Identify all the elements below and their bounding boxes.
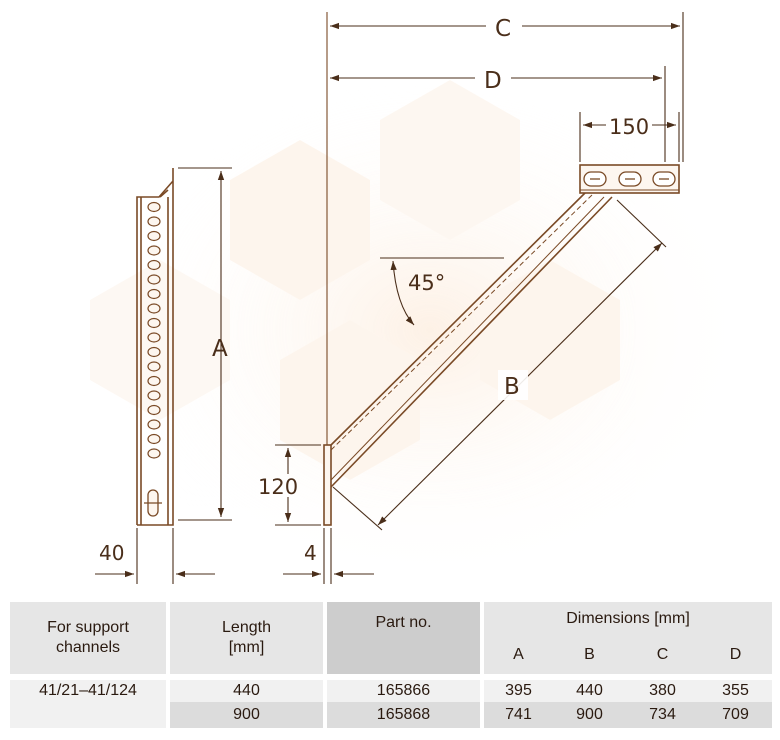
header-dim-b: B xyxy=(553,636,626,674)
cell-dim-b: 440 xyxy=(553,674,626,702)
header-support: For support channels xyxy=(10,602,166,674)
slot-hole xyxy=(147,230,161,242)
dimension-4-label: 4 xyxy=(304,541,317,565)
cell-dim-a: 741 xyxy=(480,702,553,728)
slot-hole xyxy=(147,448,161,459)
header-dimensions: Dimensions [mm] xyxy=(480,602,772,636)
slot-hole xyxy=(147,259,161,271)
header-length: Length [mm] xyxy=(166,602,323,674)
cell-support: 41/21–41/124 xyxy=(10,674,166,702)
wall-plate xyxy=(323,444,332,526)
dimension-a-label: A xyxy=(212,336,228,362)
cell-dim-b: 900 xyxy=(553,702,626,728)
slot-hole xyxy=(147,303,161,314)
cell-dim-a: 395 xyxy=(480,674,553,702)
technical-drawing: A 40 C xyxy=(90,12,760,590)
top-plate-slots xyxy=(583,171,676,187)
table-row: 900 165868 741 900 734 709 xyxy=(10,702,772,728)
dimension-a xyxy=(178,167,232,521)
header-dim-d: D xyxy=(699,636,772,674)
slot-hole xyxy=(147,317,161,329)
cell-dim-c: 380 xyxy=(626,674,699,702)
dimension-d-label-bg xyxy=(475,64,511,94)
dimension-40 xyxy=(95,528,215,584)
slot-hole xyxy=(147,332,161,343)
specification-table: For support channels Length [mm] Part no… xyxy=(10,602,772,728)
slot-hole xyxy=(147,404,161,416)
dimension-120-label: 120 xyxy=(258,475,298,499)
header-part-no: Part no. xyxy=(323,602,480,674)
cell-dim-c: 734 xyxy=(626,702,699,728)
side-view-bottom-slot xyxy=(144,489,162,517)
cell-length: 440 xyxy=(166,674,323,702)
slot-hole xyxy=(147,390,161,401)
header-dim-c: C xyxy=(626,636,699,674)
table-row: 41/21–41/124 440 165866 395 440 380 355 xyxy=(10,674,772,702)
dimension-4 xyxy=(283,528,374,584)
background-watermark xyxy=(90,70,760,590)
angle-label: 45° xyxy=(408,271,445,295)
slot-hole xyxy=(147,288,161,300)
slot-hole xyxy=(147,375,161,387)
dimension-150-label: 150 xyxy=(609,115,649,139)
header-dim-a: A xyxy=(480,636,553,674)
dimension-120 xyxy=(275,444,321,526)
dimension-c-label-bg xyxy=(486,12,522,42)
cell-dim-d: 709 xyxy=(699,702,772,728)
dimension-b-label-bg xyxy=(498,370,528,400)
slot-hole xyxy=(147,419,161,430)
cell-part-no: 165866 xyxy=(323,674,480,702)
dimension-d-label: D xyxy=(484,68,502,94)
dimension-b-label: B xyxy=(504,374,520,400)
slot-hole xyxy=(147,433,161,445)
cell-part-no: 165868 xyxy=(323,702,480,728)
cell-length: 900 xyxy=(166,702,323,728)
slot-hole xyxy=(147,245,161,256)
slot-hole xyxy=(147,361,161,372)
slot-hole xyxy=(147,201,161,213)
cell-support xyxy=(10,702,166,728)
slot-hole xyxy=(147,216,161,227)
dimension-40-label: 40 xyxy=(99,541,124,565)
slot-hole xyxy=(147,274,161,285)
dimension-150 xyxy=(579,112,680,162)
side-view-bracket xyxy=(136,168,174,526)
dimension-c-label: C xyxy=(495,16,511,42)
slot-hole xyxy=(147,346,161,358)
cell-dim-d: 355 xyxy=(699,674,772,702)
side-view-slots xyxy=(147,201,161,459)
